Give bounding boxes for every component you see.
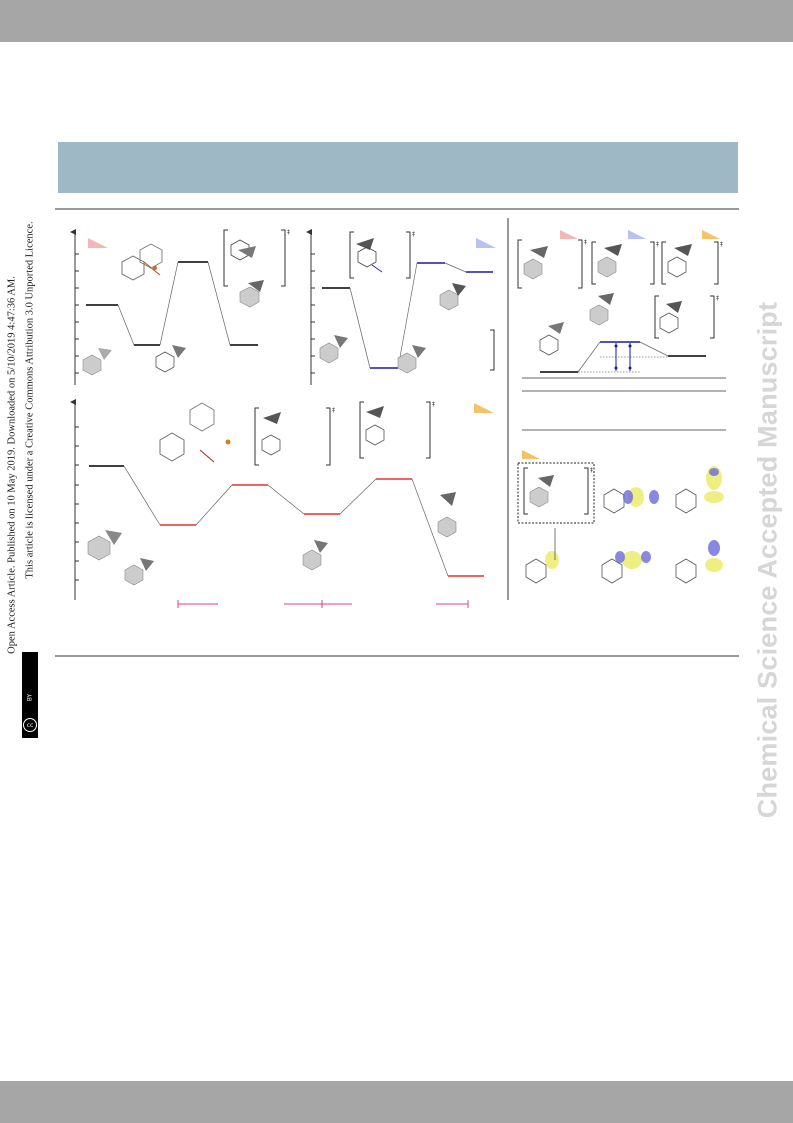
molecule-d5 xyxy=(539,322,564,356)
product-bracket-b xyxy=(490,329,495,371)
title-banner xyxy=(58,142,738,193)
orbital-plot-2 xyxy=(675,466,724,514)
ts-symbol-c2: ‡ xyxy=(432,401,435,408)
orbital-plot-4 xyxy=(601,551,651,584)
ts-symbol-a: ‡ xyxy=(287,229,290,236)
molecule-b2 xyxy=(319,335,348,364)
ts-brackets-c xyxy=(254,401,431,466)
cc-by-badge-icon[interactable]: cc BY xyxy=(22,652,38,738)
molecule-c4 xyxy=(365,406,385,446)
panel-c: ‡ ‡ xyxy=(70,399,494,608)
ts-bracket-a xyxy=(223,229,286,287)
ts-symbol-c1: ‡ xyxy=(332,407,335,414)
figure-top-rule xyxy=(55,208,739,210)
molecule-d6 xyxy=(659,301,682,334)
ts-bracket-d5 xyxy=(523,467,589,515)
molecule-c6 xyxy=(437,492,457,538)
ts-symbol-d1: ‡ xyxy=(584,239,587,246)
footer-bar xyxy=(0,1081,793,1123)
molecule-c2 xyxy=(124,558,154,586)
pink-tag-d xyxy=(560,230,578,239)
ts-symbol-b: ‡ xyxy=(412,231,415,238)
mini-energy-diagram xyxy=(540,341,706,373)
ts-symbol-d4: ‡ xyxy=(716,295,719,302)
molecule-b4 xyxy=(439,283,466,311)
molecule-a3 xyxy=(155,345,186,373)
molecule-c-crystal xyxy=(159,402,231,463)
header-bar xyxy=(0,0,793,42)
molecule-a2 xyxy=(82,348,112,376)
molecule-b3 xyxy=(397,345,426,374)
orange-tag-c xyxy=(474,403,494,413)
axis-ticks-a xyxy=(75,253,79,374)
orbital-plot-5 xyxy=(675,540,723,584)
step-spans-c xyxy=(177,600,469,608)
ts-brackets-d xyxy=(517,239,719,339)
orange-tag-d xyxy=(702,230,720,239)
axis-ticks-b xyxy=(311,253,315,374)
energy-connectors-b xyxy=(349,262,467,369)
panel-b: ‡ xyxy=(306,229,496,385)
ts-symbol-d2: ‡ xyxy=(656,241,659,248)
molecule-d3 xyxy=(667,244,692,278)
molecule-c1 xyxy=(87,530,122,561)
table-rules-d xyxy=(522,377,726,431)
panel-d: ‡ ‡ ‡ ‡ xyxy=(517,230,726,584)
ts-bracket-b xyxy=(349,231,411,279)
dashed-frame-d xyxy=(517,462,595,524)
energy-connectors-c xyxy=(123,465,449,577)
molecule-d2 xyxy=(597,244,622,278)
ts-symbol-d5: ‡ xyxy=(590,467,593,474)
cc-icon: cc xyxy=(23,718,37,732)
panel-a: ‡ xyxy=(70,229,290,385)
axis-ticks-c xyxy=(75,426,79,581)
orbital-plot-1 xyxy=(603,487,659,514)
figure-bottom-rule xyxy=(55,655,739,657)
molecule-d7 xyxy=(529,475,554,508)
energy-levels-b-blue xyxy=(370,262,493,369)
molecule-c3 xyxy=(261,412,281,456)
molecule-a1 xyxy=(230,239,264,308)
blue-tag-b xyxy=(476,238,496,248)
energy-levels-a xyxy=(86,261,258,346)
orbital-plot-3 xyxy=(525,528,559,584)
molecule-d4 xyxy=(589,293,614,326)
molecule-b1 xyxy=(356,238,383,273)
ts-symbol-d3: ‡ xyxy=(720,241,723,248)
energy-levels-c-red xyxy=(160,478,484,577)
energy-connectors-a xyxy=(117,261,231,346)
orange-tag-d2 xyxy=(522,450,540,459)
pink-tag-a xyxy=(88,238,108,248)
molecule-a-crystal xyxy=(121,243,163,281)
molecule-c5 xyxy=(302,540,328,571)
blue-tag-d xyxy=(628,230,646,239)
molecule-d1 xyxy=(523,246,548,280)
